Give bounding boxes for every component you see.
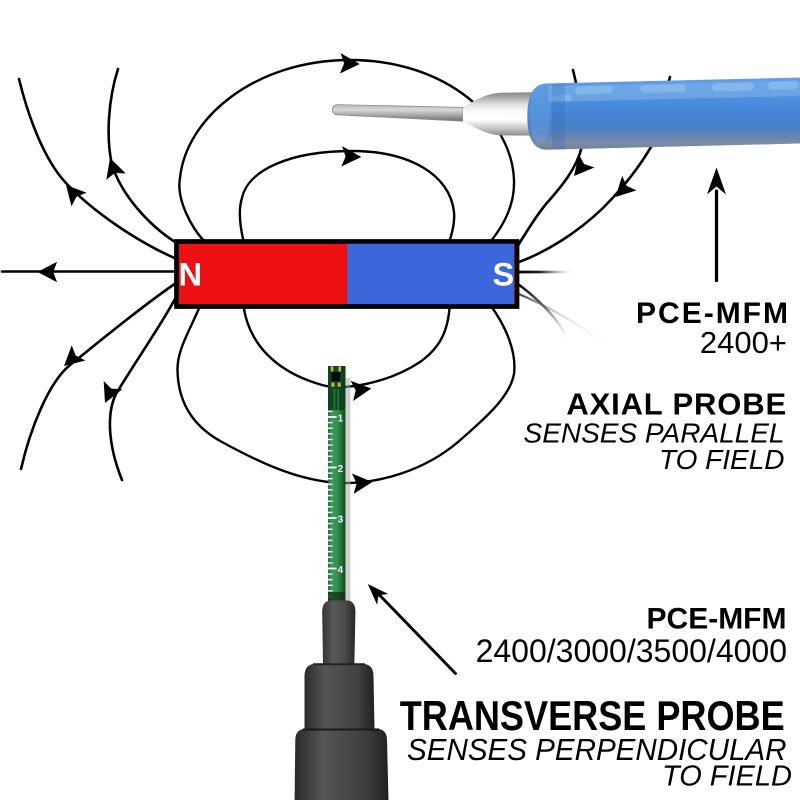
- svg-text:2400/3000/3500/4000: 2400/3000/3500/4000: [476, 633, 787, 669]
- svg-text:S: S: [493, 257, 515, 293]
- svg-text:2: 2: [338, 464, 344, 475]
- svg-text:TRANSVERSE PROBE: TRANSVERSE PROBE: [400, 694, 785, 740]
- svg-text:SENSES PARALLEL: SENSES PARALLEL: [524, 418, 785, 449]
- svg-text:1: 1: [338, 414, 344, 425]
- svg-text:2400+: 2400+: [700, 325, 787, 360]
- svg-text:AXIAL PROBE: AXIAL PROBE: [566, 387, 787, 422]
- svg-text:PCE-MFM: PCE-MFM: [636, 297, 790, 330]
- svg-text:4: 4: [338, 565, 344, 576]
- svg-text:N: N: [179, 257, 202, 293]
- svg-text:SENSES PERPENDICULAR: SENSES PERPENDICULAR: [407, 733, 786, 767]
- svg-text:TO FIELD: TO FIELD: [662, 761, 792, 793]
- svg-text:PCE-MFM: PCE-MFM: [647, 603, 787, 636]
- svg-text:3: 3: [338, 515, 344, 526]
- svg-text:TO FIELD: TO FIELD: [659, 444, 785, 475]
